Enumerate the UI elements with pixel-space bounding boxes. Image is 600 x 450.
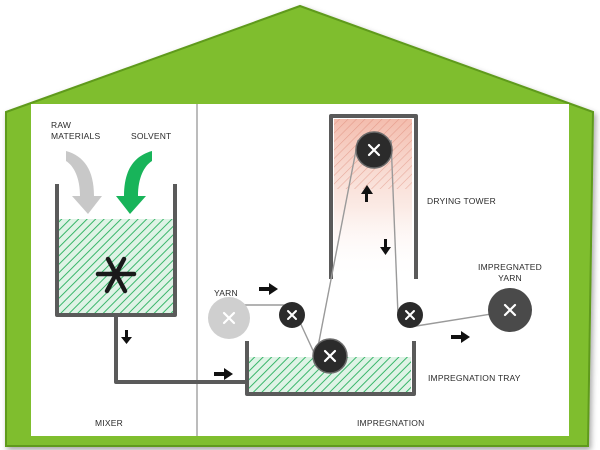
yarn-spool-icon <box>208 297 250 339</box>
mixer-outlet-pipe <box>114 315 257 384</box>
mixer-liquid <box>57 219 175 315</box>
mixer-section-title: MIXER <box>95 418 123 428</box>
solvent-label: SOLVENT <box>131 131 171 141</box>
roller-icon <box>279 302 305 328</box>
yarn-label: YARN <box>214 288 238 298</box>
flow-arrow-icon <box>380 239 391 255</box>
flow-arrow-icon <box>259 283 278 295</box>
drying-tower <box>329 114 418 279</box>
stirrer-icon <box>95 256 137 294</box>
impregnation-section-title: IMPREGNATION <box>357 418 424 428</box>
drying-tower-label: DRYING TOWER <box>427 196 496 206</box>
solvent-arrow-icon <box>116 151 152 214</box>
impregnation-tray <box>245 341 416 396</box>
roller-icon <box>397 302 423 328</box>
flow-arrow-icon <box>361 185 373 202</box>
roller-icon <box>312 338 348 374</box>
impregnated-yarn-spool-icon <box>488 288 532 332</box>
flow-arrow-icon <box>121 330 132 344</box>
flow-arrow-icon <box>451 331 470 343</box>
roller-icon <box>355 131 393 169</box>
raw-materials-arrow-icon <box>66 151 102 214</box>
flow-arrow-icon <box>214 368 233 380</box>
impregnation-tray-label: IMPREGNATION TRAY <box>428 373 521 383</box>
